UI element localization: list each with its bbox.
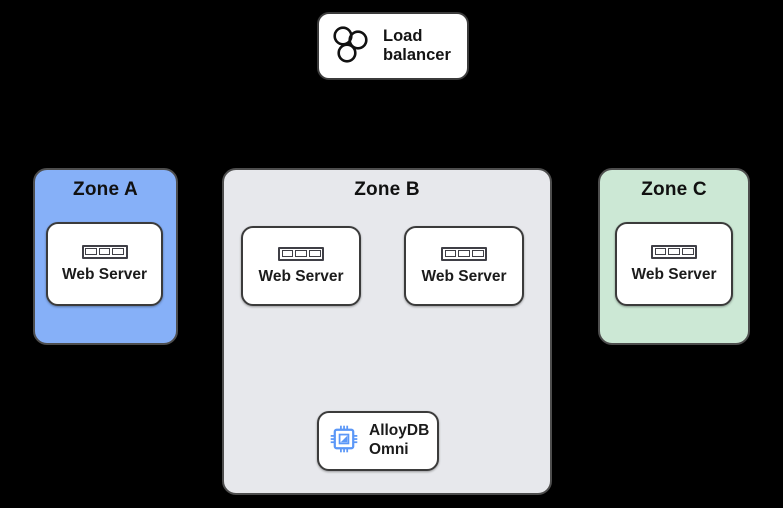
alloydb-omni-label-line1: AlloyDB xyxy=(369,422,430,440)
zone-b-web-server-2-label: Web Server xyxy=(421,267,507,285)
zone-a-web-server-node[interactable]: Web Server xyxy=(46,222,163,306)
server-rack-icon xyxy=(81,244,128,259)
zone-b-web-server-1-label: Web Server xyxy=(258,267,344,285)
server-rack-icon xyxy=(441,246,487,261)
alloydb-omni-label-line2: Omni xyxy=(369,441,409,458)
zone-b-label: Zone B xyxy=(354,179,420,200)
load-balancer-label-line1: Load xyxy=(383,26,423,45)
zone-c-web-server-node[interactable]: Web Server xyxy=(615,222,733,306)
cpu-chip-icon xyxy=(330,425,358,458)
zone-c-label: Zone C xyxy=(641,179,707,200)
zone-c-web-server-label: Web Server xyxy=(631,265,717,283)
server-rack-icon xyxy=(651,244,697,259)
load-balancer-label-line2: balancer xyxy=(383,46,451,64)
server-rack-icon xyxy=(278,246,324,261)
zone-b-web-server-1-node[interactable]: Web Server xyxy=(241,226,361,306)
load-balancer-label: Load balancer xyxy=(383,27,451,66)
zone-a-web-server-label: Web Server xyxy=(61,265,147,283)
alloydb-omni-node[interactable]: AlloyDB Omni xyxy=(317,411,439,471)
alloydb-omni-label: AlloyDB Omni xyxy=(369,422,429,459)
zone-a-label: Zone A xyxy=(73,179,138,200)
zone-b-web-server-2-node[interactable]: Web Server xyxy=(404,226,524,306)
three-circles-icon xyxy=(331,24,371,69)
load-balancer-node[interactable]: Load balancer xyxy=(317,12,469,80)
